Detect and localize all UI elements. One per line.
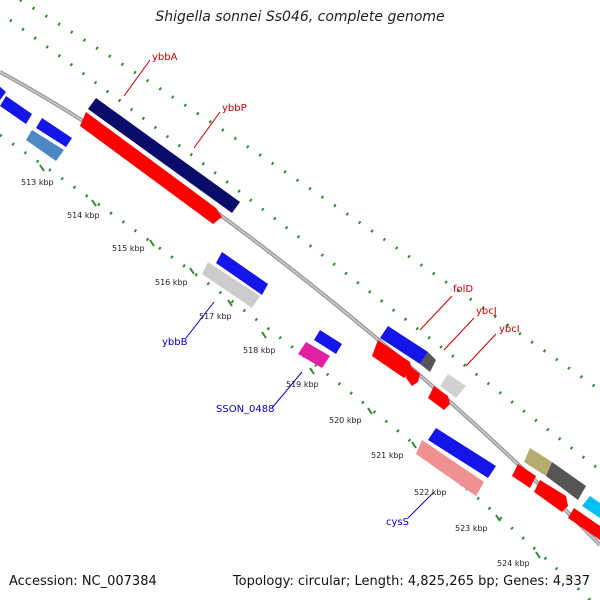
tick-marks bbox=[39, 164, 541, 559]
gene-blue-left-3[interactable] bbox=[36, 118, 72, 147]
gene-label-ybbB[interactable]: ybbB bbox=[162, 337, 188, 348]
gene-red-right-1[interactable] bbox=[512, 464, 536, 488]
genes-reverse bbox=[202, 252, 496, 496]
gene-cysS[interactable] bbox=[416, 440, 484, 496]
gene-blue-left-1[interactable] bbox=[0, 85, 6, 100]
tick-label: 514 kbp bbox=[67, 211, 100, 220]
gene-blue-522[interactable] bbox=[428, 428, 496, 478]
tick-label: 519 kbp bbox=[286, 380, 319, 389]
gene-steelblue-left[interactable] bbox=[26, 130, 64, 161]
gene-red-ybcI[interactable] bbox=[428, 386, 450, 410]
gene-cyan-right[interactable] bbox=[582, 496, 600, 518]
gene-label-ybbA[interactable]: ybbA bbox=[152, 52, 178, 63]
gene-olive-right[interactable] bbox=[524, 448, 552, 476]
gene-red-right-2[interactable] bbox=[534, 480, 568, 512]
genes-forward bbox=[0, 85, 600, 540]
tick-label: 518 kbp bbox=[243, 346, 276, 355]
tick-label: 517 kbp bbox=[199, 312, 232, 321]
label-connectors bbox=[123, 59, 497, 519]
tick-label: 516 kbp bbox=[155, 278, 188, 287]
gene-ybbP[interactable] bbox=[80, 112, 222, 224]
tick-label: 520 kbp bbox=[329, 416, 362, 425]
grid-lines-outer bbox=[9, 0, 600, 472]
tick-label: 522 kbp bbox=[414, 488, 447, 497]
grid-lines-inner bbox=[0, 133, 592, 600]
gene-ybcI[interactable] bbox=[440, 374, 466, 398]
gene-red-folD-b[interactable] bbox=[406, 366, 420, 386]
gene-label-ybbP[interactable]: ybbP bbox=[222, 103, 247, 114]
map-title: Shigella sonnei Ss046, complete genome bbox=[155, 9, 445, 25]
tick-label: 513 kbp bbox=[21, 178, 54, 187]
tick-label: 523 kbp bbox=[455, 524, 488, 533]
gene-blue-516[interactable] bbox=[216, 252, 268, 295]
gene-ybcJ[interactable] bbox=[420, 352, 436, 372]
gene-folD[interactable] bbox=[380, 326, 428, 364]
gene-label-SSON_0488[interactable]: SSON_0488 bbox=[216, 404, 275, 415]
gene-label-cysS[interactable]: cysS bbox=[386, 517, 409, 528]
gene-blue-left-2[interactable] bbox=[0, 96, 32, 124]
tick-label: 521 kbp bbox=[371, 451, 404, 460]
tick-label: 524 kbp bbox=[497, 559, 530, 568]
gene-red-folD-a[interactable] bbox=[372, 340, 412, 378]
gene-ybbA[interactable] bbox=[88, 98, 240, 213]
gene-labels: ybbA ybbP folD ybcJ ybcI ybbB SSON_0488 … bbox=[152, 52, 520, 528]
tick-labels: 513 kbp 514 kbp 515 kbp 516 kbp 517 kbp … bbox=[21, 178, 530, 568]
genome-summary: Topology: circular; Length: 4,825,265 bp… bbox=[232, 574, 590, 589]
gene-blue-518[interactable] bbox=[314, 330, 342, 354]
gene-label-ybcI[interactable]: ybcI bbox=[499, 324, 520, 335]
gene-SSON_0488[interactable] bbox=[298, 342, 330, 368]
accession-text: Accession: NC_007384 bbox=[9, 574, 157, 589]
gene-label-ybcJ[interactable]: ybcJ bbox=[476, 306, 497, 317]
gene-label-folD[interactable]: folD bbox=[453, 284, 473, 295]
gene-ybbB[interactable] bbox=[202, 262, 260, 308]
genome-backbone bbox=[0, 70, 600, 547]
gene-darkgray-right[interactable] bbox=[546, 462, 586, 500]
tick-label: 515 kbp bbox=[112, 244, 145, 253]
gene-red-right-3[interactable] bbox=[568, 508, 600, 540]
